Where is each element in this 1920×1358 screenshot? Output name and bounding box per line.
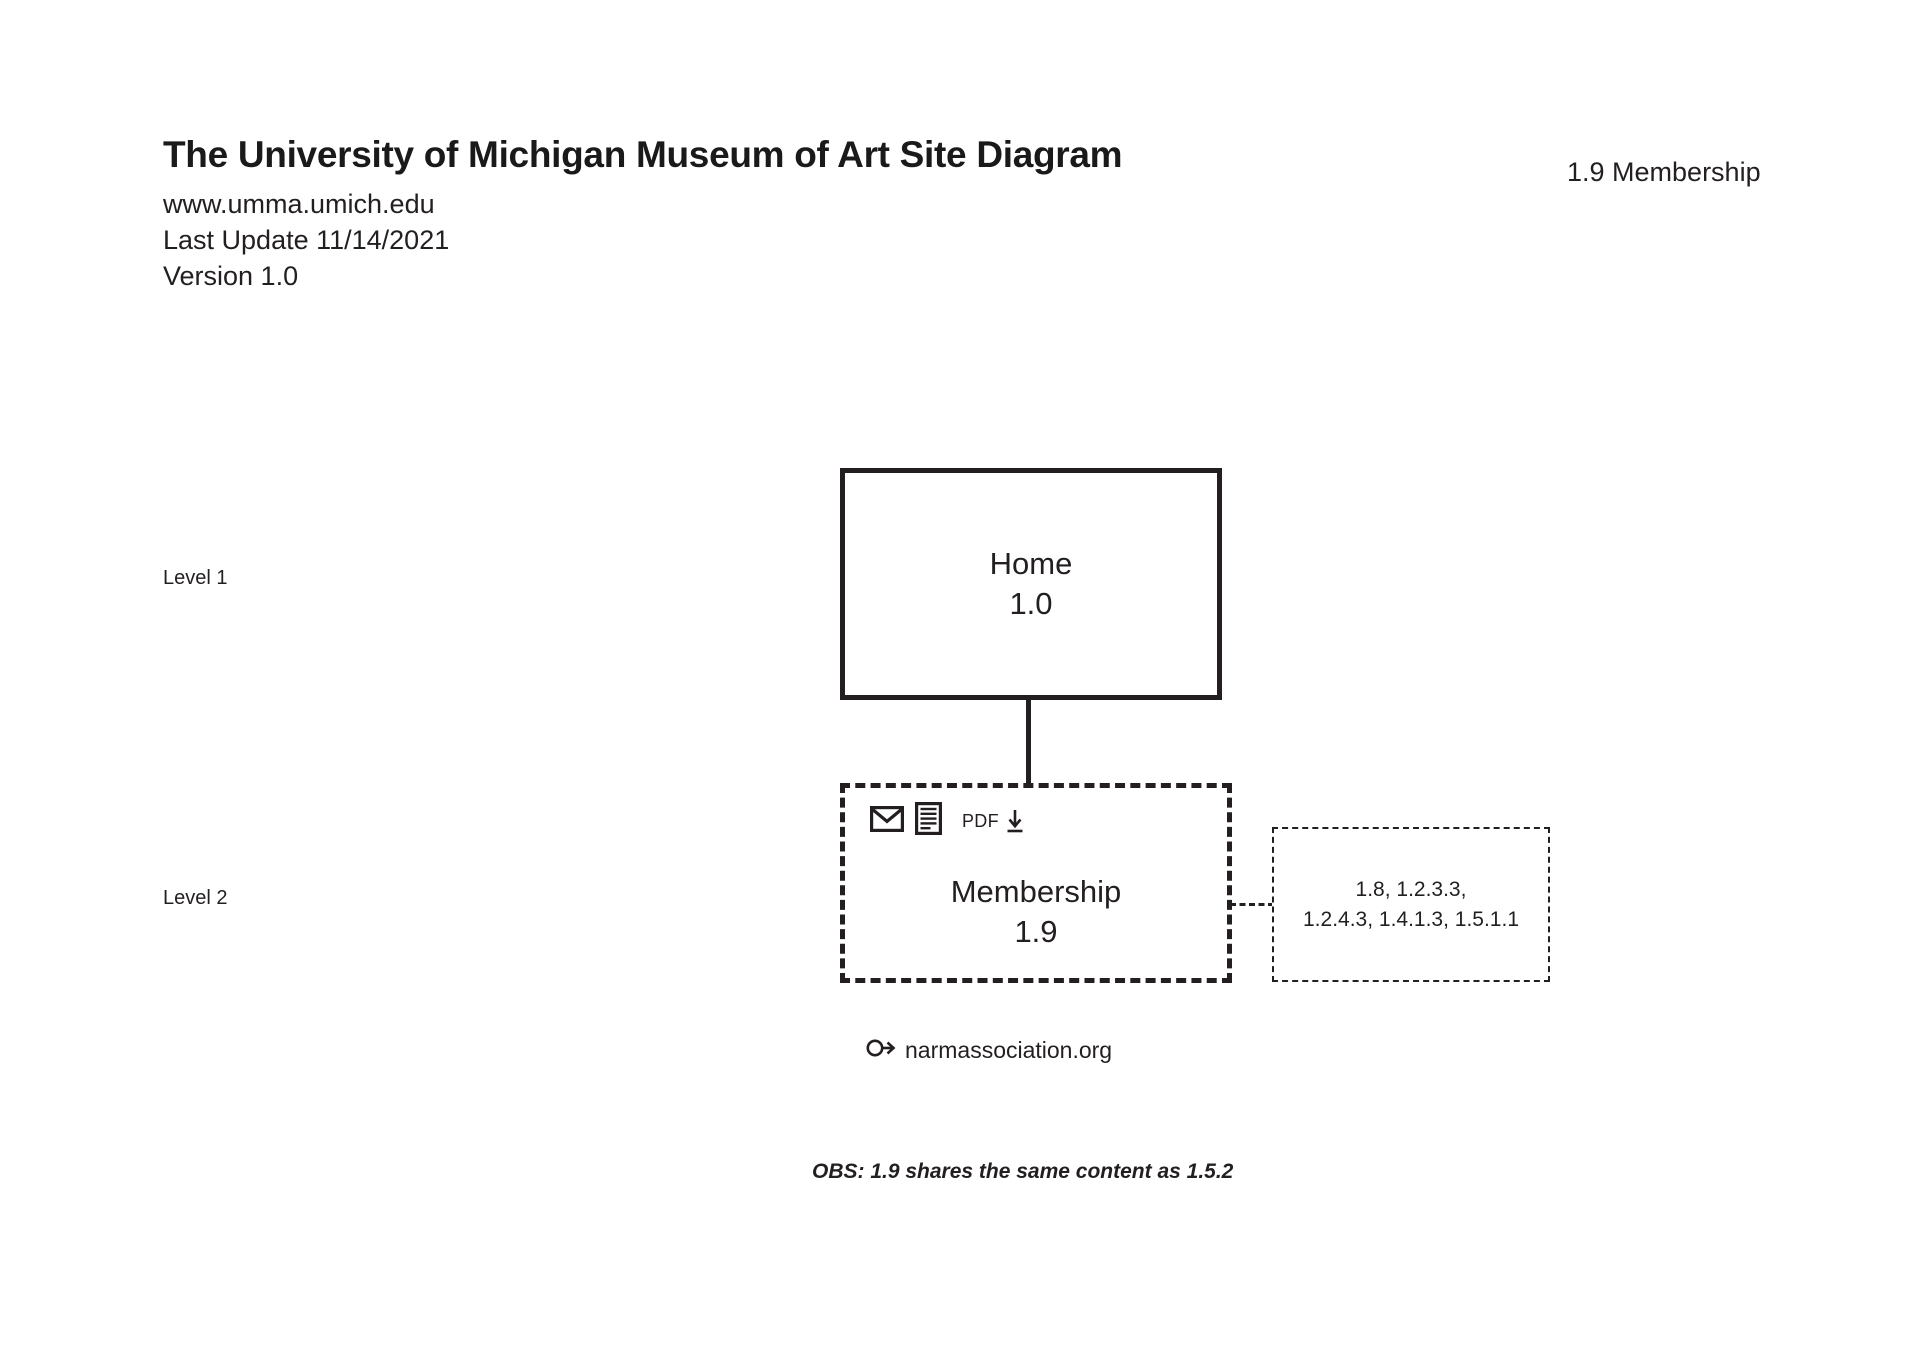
- membership-icon-row: PDF: [870, 802, 1025, 840]
- node-membership-number: 1.9: [1014, 913, 1058, 949]
- reference-line-1: 1.8, 1.2.3.3,: [1355, 878, 1467, 902]
- download-arrow-icon: [1007, 810, 1023, 833]
- node-membership-title: Membership: [950, 874, 1122, 909]
- level-1-label: Level 1: [163, 567, 228, 589]
- connector-home-to-membership: [1026, 698, 1031, 786]
- document-header: The University of Michigan Museum of Art…: [163, 134, 1363, 295]
- node-home-title: Home: [989, 546, 1073, 582]
- last-update: Last Update 11/14/2021: [163, 224, 450, 255]
- pdf-label: PDF: [962, 810, 999, 831]
- connector-membership-to-reference: [1230, 903, 1274, 906]
- website-url: www.umma.umich.edu: [163, 188, 435, 219]
- reference-line-2: 1.2.4.3, 1.4.1.3, 1.5.1.1: [1303, 907, 1519, 931]
- header-meta: www.umma.umich.edu Last Update 11/14/202…: [163, 187, 1363, 295]
- version: Version 1.0: [163, 260, 299, 291]
- external-link-row[interactable]: narmassociation.org: [866, 1037, 1112, 1064]
- external-link-icon: [866, 1037, 896, 1064]
- pdf-download-icon[interactable]: PDF: [962, 808, 1025, 834]
- node-membership[interactable]: PDF Membership 1.9: [840, 783, 1232, 983]
- reference-box[interactable]: 1.8, 1.2.3.3, 1.2.4.3, 1.4.1.3, 1.5.1.1: [1272, 827, 1550, 982]
- page-section-label: 1.9 Membership: [1567, 157, 1761, 187]
- membership-labels: Membership 1.9: [845, 872, 1227, 951]
- document-icon[interactable]: [915, 802, 942, 840]
- level-2-label: Level 2: [163, 887, 228, 909]
- node-home[interactable]: Home 1.0: [840, 468, 1222, 700]
- envelope-icon[interactable]: [870, 805, 904, 837]
- page-title: The University of Michigan Museum of Art…: [163, 134, 1123, 175]
- external-link-label: narmassociation.org: [905, 1037, 1113, 1063]
- node-home-number: 1.0: [1009, 586, 1053, 621]
- observation-note: OBS: 1.9 shares the same content as 1.5.…: [812, 1160, 1234, 1183]
